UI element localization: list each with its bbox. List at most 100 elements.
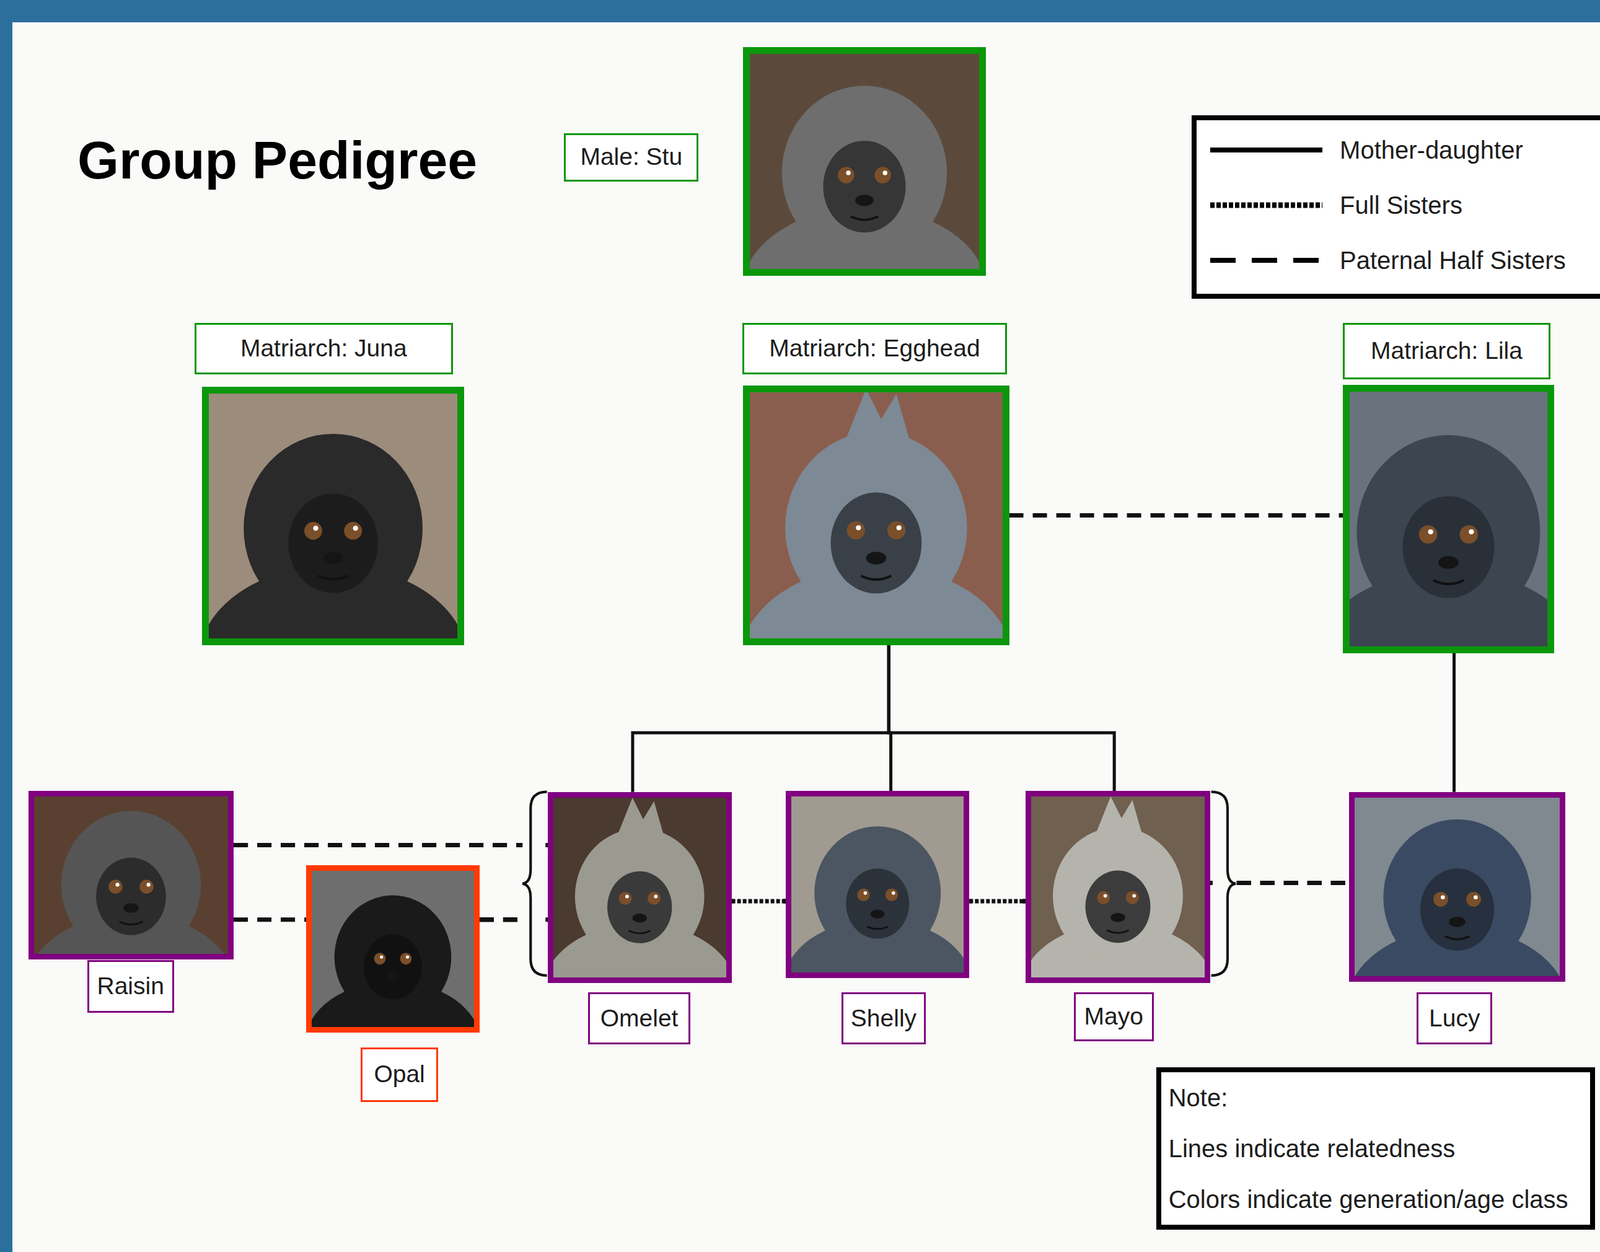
monkey-eye: [108, 879, 123, 895]
name-label: Raisin: [87, 959, 175, 1014]
monkey-face: [1085, 870, 1151, 944]
eye-highlight: [625, 894, 629, 898]
monkey-eye: [343, 521, 362, 540]
monkey-head: [1383, 819, 1531, 976]
name-label: Omelet: [588, 992, 691, 1045]
note-text: Note:: [1168, 1072, 1229, 1123]
monkey-nose: [1448, 916, 1465, 928]
legend-line-sample: [1210, 202, 1323, 208]
monkey-face: [822, 140, 906, 233]
monkey-face: [1402, 495, 1495, 598]
monkey-nose: [123, 902, 139, 913]
eye-highlight: [896, 525, 902, 531]
portrait-frame: Matriarch: Egghead: [742, 385, 1010, 645]
monkey-mouth: [628, 930, 651, 933]
relatedness-line: [632, 645, 889, 792]
portrait-frame: Matriarch: Lila: [1342, 384, 1555, 654]
monkey-face: [830, 492, 922, 594]
name-label: Matriarch: Juna: [194, 322, 453, 374]
eye-highlight: [891, 891, 896, 895]
portrait-frame: Opal: [306, 865, 480, 1033]
monkey-head: [243, 433, 423, 623]
monkey-eye: [1433, 891, 1449, 907]
note-text: Lines indicate relatedness: [1168, 1122, 1456, 1174]
name-text: Raisin: [97, 972, 165, 1001]
monkey-eye: [885, 888, 898, 902]
monkey-head: [1052, 827, 1183, 965]
legend-sample: [1210, 252, 1323, 268]
eye-highlight: [1132, 894, 1136, 898]
monkey-mouth: [318, 575, 349, 580]
monkey-eye: [647, 891, 661, 905]
portrait-frame: Raisin: [28, 790, 234, 960]
relatedness-line: [969, 899, 1026, 904]
monkey-nose: [1438, 555, 1459, 569]
relatedness-line: [731, 899, 786, 904]
portrait-frame: Male: Stu: [742, 47, 986, 276]
monkey-mouth: [119, 921, 144, 925]
monkey-portrait: [311, 870, 475, 1027]
monkey-mouth: [1433, 580, 1464, 584]
monkey-portrait: [791, 796, 964, 972]
monkey-head: [814, 826, 941, 960]
eye-highlight: [313, 525, 319, 531]
eye-highlight: [863, 891, 867, 895]
name-label: Opal: [360, 1047, 439, 1102]
monkey-eye: [887, 521, 906, 540]
monkey-portrait: [1031, 796, 1205, 978]
monkey-eye: [1419, 524, 1438, 544]
monkey-face: [1420, 868, 1495, 950]
monkey-eye: [1096, 891, 1110, 905]
name-text: Male: Stu: [580, 143, 683, 172]
portrait-frame: Omelet: [547, 791, 732, 983]
legend-text: Mother-daughter: [1339, 135, 1524, 165]
monkey-mouth: [382, 987, 403, 991]
name-text: Lucy: [1428, 1004, 1480, 1033]
name-label: Male: Stu: [563, 133, 699, 181]
eye-highlight: [1103, 894, 1108, 898]
monkey-face: [96, 857, 167, 936]
eye-highlight: [1468, 529, 1474, 535]
eye-highlight: [654, 894, 659, 898]
monkey-eye: [399, 953, 412, 965]
monkey-nose: [323, 552, 344, 565]
monkey-portrait: [1349, 391, 1548, 647]
note-box: Note:Lines indicate relatednessColors in…: [1156, 1067, 1596, 1230]
name-text: Omelet: [600, 1004, 679, 1033]
portrait-frame: Matriarch: Juna: [202, 386, 465, 646]
page-title: Group Pedigree: [77, 133, 478, 187]
monkey-eye: [304, 521, 323, 540]
monkey-eye: [846, 521, 865, 540]
name-label: Lucy: [1416, 992, 1493, 1045]
monkey-eye: [139, 879, 154, 895]
monkey-portrait: [749, 53, 980, 269]
eye-highlight: [405, 955, 409, 959]
legend-item: Mother-daughter: [1210, 131, 1524, 169]
monkey-nose: [632, 913, 647, 923]
name-text: Matriarch: Egghead: [769, 334, 980, 363]
eye-highlight: [1440, 894, 1446, 900]
legend-line-sample: [1210, 257, 1323, 263]
brace-bracket: [1211, 791, 1237, 976]
monkey-head: [61, 811, 201, 954]
monkey-eye: [837, 166, 855, 184]
name-text: Matriarch: Juna: [240, 334, 408, 363]
monkey-mouth: [1445, 935, 1470, 939]
monkey-head: [785, 431, 968, 625]
monkey-portrait: [208, 393, 458, 639]
monkey-face: [288, 493, 378, 593]
legend-text: Paternal Half Sisters: [1339, 246, 1566, 275]
relatedness-line: [1009, 513, 1343, 518]
photo-background: [34, 796, 229, 954]
eye-highlight: [115, 883, 120, 887]
eye-highlight: [855, 525, 861, 531]
monkey-nose: [855, 194, 874, 206]
eye-highlight: [882, 170, 887, 175]
legend-item: Paternal Half Sisters: [1210, 241, 1566, 279]
monkey-face: [607, 871, 672, 944]
monkey-nose: [1110, 912, 1125, 923]
legend-line-sample: [1210, 147, 1323, 153]
eye-highlight: [1473, 894, 1478, 900]
monkey-head: [575, 827, 705, 965]
